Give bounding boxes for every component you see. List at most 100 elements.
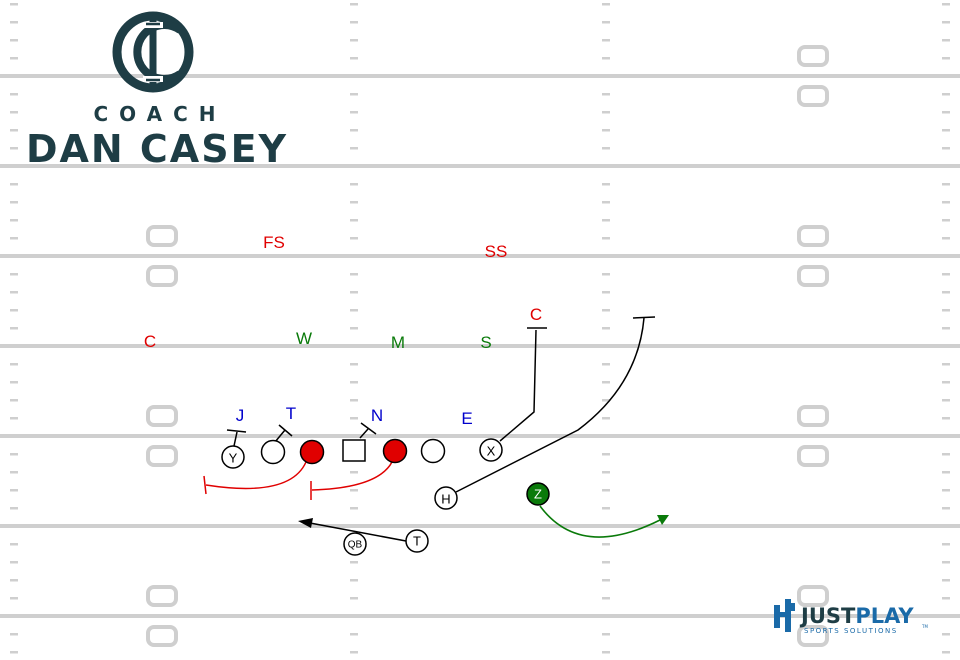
hash-mark	[942, 255, 950, 258]
hash-mark	[10, 399, 18, 402]
yard-number-block	[146, 585, 178, 607]
hash-mark	[942, 471, 950, 474]
h-receiver-route-cap	[632, 316, 656, 319]
justplay-logo: JUSTPLAY SPORTS SOLUTIONS TM	[774, 599, 928, 635]
hash-mark	[942, 399, 950, 402]
right-guard-icon	[382, 438, 408, 464]
hash-mark	[350, 183, 358, 186]
hash-mark	[10, 291, 18, 294]
hash-mark	[10, 435, 18, 438]
hash-mark	[602, 579, 610, 582]
right-corner-label: C	[530, 305, 542, 324]
hash-mark	[602, 435, 610, 438]
hash-mark	[10, 471, 18, 474]
hash-mark	[942, 273, 950, 276]
hash-mark	[350, 21, 358, 24]
hash-mark	[10, 3, 18, 6]
yard-number-block	[797, 625, 829, 647]
hash-mark	[942, 237, 950, 240]
hash-mark	[942, 93, 950, 96]
hash-mark	[350, 3, 358, 6]
hash-mark	[350, 345, 358, 348]
hash-mark	[602, 183, 610, 186]
hash-mark	[942, 57, 950, 60]
hash-mark	[350, 309, 358, 312]
hash-mark	[602, 39, 610, 42]
yard-number-block	[146, 625, 178, 647]
hash-mark	[942, 651, 950, 654]
z-receiver-icon	[526, 482, 550, 506]
hash-mark	[10, 183, 18, 186]
hash-mark	[10, 21, 18, 24]
coach-name-text: DAN CASEY	[26, 127, 288, 171]
hash-mark	[350, 237, 358, 240]
hash-mark	[942, 381, 950, 384]
coach-logo: COACH DAN CASEY	[26, 11, 288, 171]
hash-mark	[350, 651, 358, 654]
quarterback-icon	[343, 532, 367, 556]
hash-mark	[602, 291, 610, 294]
yard-number-block	[797, 85, 829, 107]
hash-mark	[10, 561, 18, 564]
hash-mark	[10, 255, 18, 258]
hash-mark	[602, 3, 610, 6]
hash-mark	[602, 219, 610, 222]
hash-mark	[10, 507, 18, 510]
hash-mark	[602, 633, 610, 636]
hash-mark	[350, 381, 358, 384]
center-block-route	[359, 428, 369, 439]
hash-mark	[942, 129, 950, 132]
hash-mark	[350, 219, 358, 222]
t-back-icon	[405, 529, 429, 553]
hash-mark	[602, 363, 610, 366]
hash-mark	[602, 255, 610, 258]
hash-mark	[350, 561, 358, 564]
hash-mark	[350, 525, 358, 528]
hash-mark	[942, 615, 950, 618]
y-block-route	[233, 431, 238, 447]
hash-mark	[602, 381, 610, 384]
hash-mark	[942, 75, 950, 78]
tackle-block-cap	[278, 424, 293, 437]
hash-mark	[602, 525, 610, 528]
hash-mark	[942, 183, 950, 186]
justplay-tagline: SPORTS SOLUTIONS	[804, 627, 898, 635]
defense-group: FS SS C C W M S J T N E	[144, 233, 542, 428]
justplay-wordmark-a: JUSTPLAY	[799, 604, 914, 628]
hash-mark	[602, 111, 610, 114]
hash-mark	[10, 381, 18, 384]
hash-mark	[942, 435, 950, 438]
hash-mark	[350, 435, 358, 438]
hash-mark	[602, 327, 610, 330]
hash-mark	[10, 417, 18, 420]
hash-mark	[602, 615, 610, 618]
hash-mark	[942, 291, 950, 294]
hash-mark	[10, 57, 18, 60]
x-receiver-label: X	[487, 444, 496, 459]
hash-mark	[602, 651, 610, 654]
coach-word-text: COACH	[93, 102, 226, 126]
hash-mark	[10, 651, 18, 654]
hash-mark	[942, 345, 950, 348]
hash-mark	[942, 507, 950, 510]
mike-linebacker-label: M	[391, 333, 405, 352]
hash-mark	[350, 579, 358, 582]
hash-mark	[350, 93, 358, 96]
y-block-cap	[226, 429, 247, 433]
end-label: E	[461, 409, 472, 428]
hash-mark	[10, 147, 18, 150]
hash-mark	[10, 453, 18, 456]
justplay-mark-icon	[774, 599, 795, 632]
guard-left-pull-route	[205, 461, 307, 490]
x-receiver-icon	[479, 438, 503, 462]
hash-mark	[602, 273, 610, 276]
hash-mark	[602, 471, 610, 474]
hash-mark	[350, 633, 358, 636]
hash-mark	[350, 327, 358, 330]
h-receiver-label: H	[441, 492, 450, 507]
yard-number-block	[797, 445, 829, 467]
routes-group	[203, 316, 669, 542]
hash-mark	[602, 21, 610, 24]
hash-mark	[602, 417, 610, 420]
hash-mark	[602, 129, 610, 132]
